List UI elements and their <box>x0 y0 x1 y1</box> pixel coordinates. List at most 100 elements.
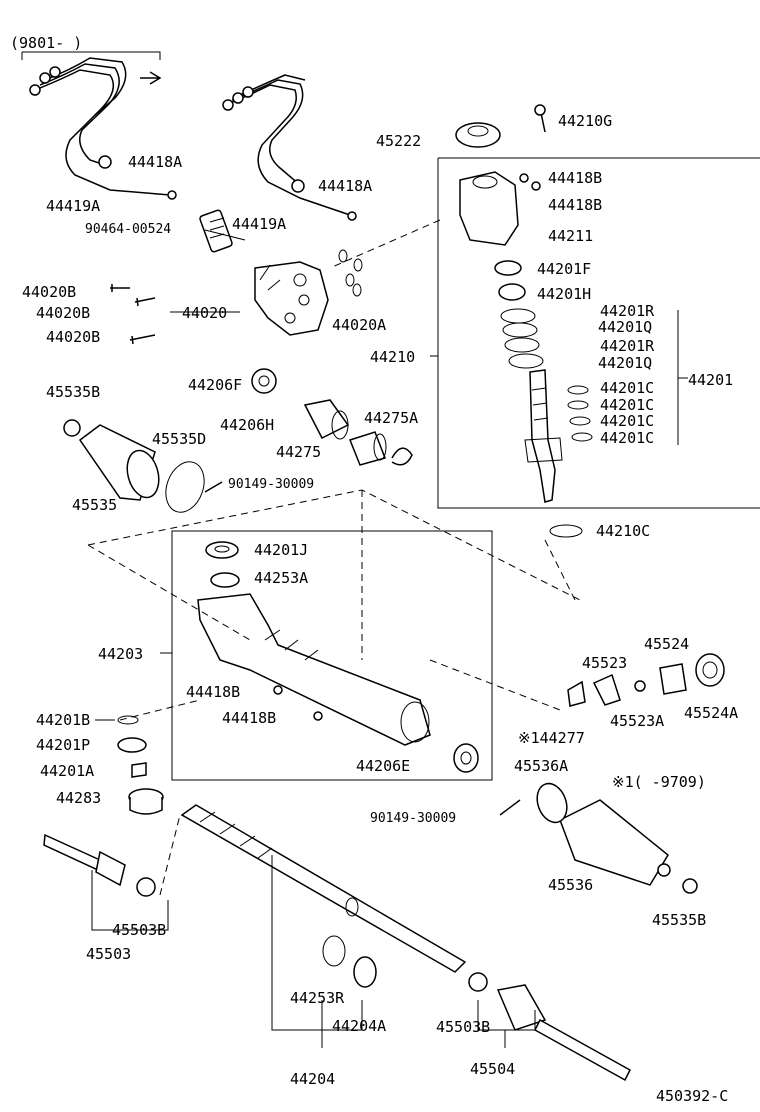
label-45535: 45535 <box>72 496 117 514</box>
seal-44201J <box>205 541 239 559</box>
tube-set-new <box>222 74 357 221</box>
label-44020A: 44020A <box>332 316 386 334</box>
part-45523 <box>592 673 621 706</box>
label-44418B-2: 44418B <box>548 196 602 214</box>
ring-44201B <box>117 715 139 725</box>
label-45535B: 45535B <box>46 383 100 401</box>
label-44277: ※144277 <box>518 729 585 747</box>
label-44201Q: 44201Q <box>598 318 652 336</box>
label-44210: 44210 <box>370 348 415 366</box>
label-44206E: 44206E <box>356 757 410 775</box>
ring-44210C <box>549 524 583 538</box>
pinion-valve <box>524 369 563 503</box>
diagram-code: 450392-C <box>656 1087 728 1105</box>
seal-44253R <box>322 935 346 967</box>
dash-line <box>87 544 251 641</box>
label-44211: 44211 <box>548 227 593 245</box>
label-44204: 44204 <box>290 1070 335 1088</box>
dash-line <box>87 489 581 601</box>
rack-44204 <box>180 804 467 973</box>
label-44418B-4: 44418B <box>222 709 276 727</box>
bellows-45536 <box>536 782 671 886</box>
label-44201C-4: 44201C <box>600 429 654 447</box>
label-44418B: 44418B <box>548 169 602 187</box>
o-ring-set <box>338 249 363 297</box>
label-45535D: 45535D <box>152 430 206 448</box>
label-90149-30009: 90149-30009 <box>228 477 314 492</box>
bracket-45503 <box>91 870 169 931</box>
label-44283: 44283 <box>56 789 101 807</box>
bracket-44204 <box>271 855 363 1048</box>
label-44253R: 44253R <box>290 989 345 1007</box>
seal-stack <box>494 260 544 369</box>
label-44201F: 44201F <box>537 260 591 278</box>
label-44201A: 44201A <box>40 762 94 780</box>
tie-rod-45503 <box>43 833 126 887</box>
label-44201R: 44201R <box>600 302 655 320</box>
label-44206F: 44206F <box>188 376 242 394</box>
label-45504: 45504 <box>470 1060 515 1078</box>
valve-body-44211 <box>459 171 541 246</box>
spring-45524 <box>659 663 687 695</box>
label-44201C-2: 44201C <box>600 396 654 414</box>
label-45523: 45523 <box>582 654 627 672</box>
label-45524A: 45524A <box>684 704 738 722</box>
dash-line <box>429 659 561 711</box>
small-rings-44201C <box>567 385 593 442</box>
label-90149-30009-2: 90149-30009 <box>370 811 456 826</box>
leader-lines <box>95 229 438 721</box>
label-45503B: 45503B <box>112 921 166 939</box>
label-44204A: 44204A <box>332 1017 386 1035</box>
label-44201B: 44201B <box>36 711 90 729</box>
label-44419A-2: 44419A <box>232 215 286 233</box>
label-44201R-2: 44201R <box>600 337 655 355</box>
screw-90149-2 <box>499 799 521 816</box>
label-45523A: 45523A <box>610 712 664 730</box>
label-44210G: 44210G <box>558 112 612 130</box>
label-44419A: 44419A <box>46 197 100 215</box>
range-bracket <box>21 51 161 60</box>
label-44201P: 44201P <box>36 736 90 754</box>
clamp-45535B-2 <box>682 878 698 894</box>
label-45536A: 45536A <box>514 757 568 775</box>
label-44206H: 44206H <box>220 416 274 434</box>
label-44201H: 44201H <box>537 285 591 303</box>
clamp-45535D <box>165 461 205 513</box>
label-44020: 44020 <box>182 304 227 322</box>
label-45503: 45503 <box>86 945 131 963</box>
bolt-44418B-2 <box>313 711 323 721</box>
label-45503B-2: 45503B <box>436 1018 490 1036</box>
rack-housing-box <box>171 530 493 781</box>
label-44210C: 44210C <box>596 522 650 540</box>
plug-44283 <box>128 788 164 815</box>
footnote: ※1( -9709) <box>612 773 706 791</box>
bushing-44275 <box>349 431 387 466</box>
cap-45524A <box>695 653 725 687</box>
ring-44204A <box>353 956 377 988</box>
bellows-45535 <box>63 419 160 501</box>
label-44203: 44203 <box>98 645 143 663</box>
cap-45222 <box>455 122 501 148</box>
arrow-icon <box>140 71 162 85</box>
rack-housing <box>197 593 431 746</box>
label-44275: 44275 <box>276 443 321 461</box>
label-44201J: 44201J <box>254 541 308 559</box>
bolt-set <box>110 284 156 345</box>
label-45536: 45536 <box>548 876 593 894</box>
dash-line <box>544 539 576 601</box>
part-labels: 44418A 44419A 44418A 44419A 90464-00524 … <box>22 112 738 1088</box>
label-45535B-2: 45535B <box>652 911 706 929</box>
seal-44206E <box>453 743 479 773</box>
bolt-44418B <box>273 685 283 695</box>
label-90464-00524: 90464-00524 <box>85 222 171 237</box>
washer-45503B-2 <box>468 972 488 992</box>
bracket-45504 <box>477 1000 536 1048</box>
label-44020B-3: 44020B <box>46 328 100 346</box>
seal-44253A <box>210 572 240 588</box>
seal-44206F <box>251 368 277 394</box>
washer-45503B <box>136 877 156 897</box>
part-45523A <box>634 680 646 692</box>
label-44201C: 44201C <box>600 379 654 397</box>
clamp-icon <box>199 209 233 253</box>
label-45524: 45524 <box>644 635 689 653</box>
